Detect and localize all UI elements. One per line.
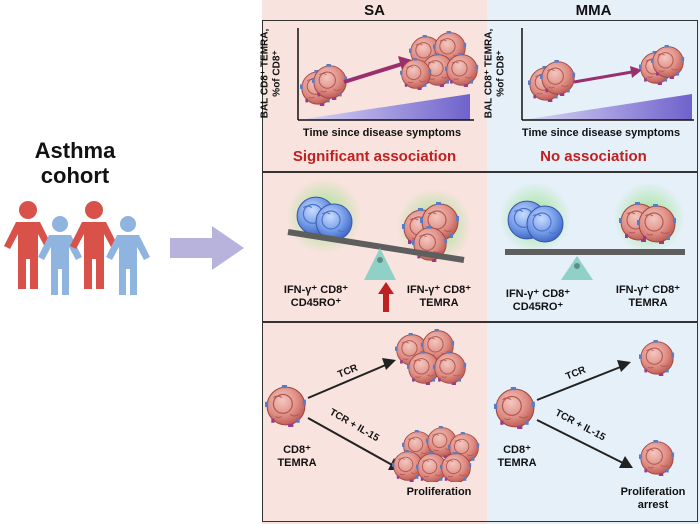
mma-tcr-cell-cluster xyxy=(638,339,675,377)
sa-temra-label-line2: TEMRA xyxy=(419,296,459,309)
mma-outcome-label: Proliferation arrest xyxy=(608,486,698,511)
mma-time-wedge xyxy=(522,94,692,120)
mma-source-cell-label-line2: TEMRA xyxy=(497,456,537,469)
mma-tcr-il15-cell-cluster xyxy=(638,439,675,477)
mma-cd45ro-label-line2: CD45RO⁺ xyxy=(512,300,564,313)
mma-header: MMA xyxy=(575,2,612,19)
sa-x-axis-label: Time since disease symptoms xyxy=(302,127,462,139)
sa-source-cell-label-line2: TEMRA xyxy=(277,456,317,469)
cohort-title-line1: Asthma xyxy=(34,138,116,163)
sa-small-cell-cluster xyxy=(299,63,348,107)
cohort-title-line2: cohort xyxy=(40,163,110,189)
mma-cd45ro-label-line1: IFN-γ⁺ CD8⁺ xyxy=(505,288,571,300)
mma-outcome-label-line2: arrest xyxy=(637,498,669,511)
panel-2-frame xyxy=(262,172,698,322)
sa-tcr-il15-arrow xyxy=(307,417,395,467)
person-red-2-icon xyxy=(70,201,118,289)
sa-temra-graph xyxy=(297,28,479,121)
sa-y-axis-label: BAL CD8⁺ TEMRA, %of CD8⁺ xyxy=(259,28,283,119)
panel-1-frame xyxy=(262,20,698,172)
mma-source-cell-label: CD8⁺ TEMRA xyxy=(490,444,544,469)
sa-cd45ro-label-line1: IFN-γ⁺ CD8⁺ xyxy=(283,284,349,296)
sa-source-cell-label-line1: CD8⁺ xyxy=(283,444,311,456)
sa-result-label: Significant association xyxy=(292,148,457,165)
mma-outcome-label-line1: Proliferation xyxy=(620,486,686,498)
sa-temra-label: IFN-γ⁺ CD8⁺ TEMRA xyxy=(392,284,486,309)
mma-x-axis-label: Time since disease symptoms xyxy=(521,127,681,139)
sa-trend-arrow xyxy=(343,62,403,84)
sa-tcr-arrow xyxy=(307,363,389,399)
mma-end-cell-cluster xyxy=(638,44,685,86)
person-red-1-icon xyxy=(4,201,52,289)
sa-time-wedge xyxy=(298,94,470,120)
mma-source-cell xyxy=(493,386,536,430)
mma-result-label: No association xyxy=(540,148,647,165)
sa-source-cell xyxy=(264,384,307,428)
sa-header: SA xyxy=(364,2,385,19)
mma-temra-graph xyxy=(521,28,694,121)
mma-temra-label-line1: IFN-γ⁺ CD8⁺ xyxy=(615,284,681,296)
mma-seesaw xyxy=(499,182,685,280)
mma-tcr-il15-arrow xyxy=(536,419,626,465)
mma-proliferation-diagram xyxy=(493,339,675,477)
person-blue-1-icon xyxy=(38,216,82,295)
mma-temra-label-line2: TEMRA xyxy=(628,296,668,309)
panel-3-frame xyxy=(262,322,698,522)
mma-tcr-arrow xyxy=(536,365,624,401)
increase-arrow-icon xyxy=(378,282,394,312)
sa-cd45ro-label: IFN-γ⁺ CD8⁺ CD45RO⁺ xyxy=(268,284,364,309)
mma-y-axis-label: BAL CD8⁺ TEMRA, %of CD8⁺ xyxy=(483,28,507,119)
mma-trend-arrow xyxy=(573,70,633,84)
people-group-icon xyxy=(4,201,150,295)
sa-large-cell-cluster xyxy=(399,30,479,91)
sa-seesaw-fulcrum xyxy=(364,248,396,280)
sa-temra-label-line1: IFN-γ⁺ CD8⁺ xyxy=(406,284,472,296)
sa-seesaw-beam xyxy=(287,229,465,263)
sa-tcr-il15-cell-cluster xyxy=(391,425,480,482)
sa-tcr-cell-cluster xyxy=(394,328,467,386)
sa-proliferation-diagram xyxy=(264,328,480,482)
mma-source-cell-label-line1: CD8⁺ xyxy=(503,444,531,456)
mma-small-cell-cluster xyxy=(527,59,576,103)
mma-temra-label: IFN-γ⁺ CD8⁺ TEMRA xyxy=(600,284,696,309)
flow-arrow-icon xyxy=(170,226,244,270)
sa-outcome-label: Proliferation xyxy=(406,486,472,498)
sa-seesaw xyxy=(286,178,472,280)
sa-cd45ro-label-line2: CD45RO⁺ xyxy=(290,296,342,309)
person-blue-2-icon xyxy=(106,216,150,295)
mma-cd45ro-label: IFN-γ⁺ CD8⁺ CD45RO⁺ xyxy=(490,288,586,313)
cohort-title: Asthma cohort xyxy=(10,138,140,189)
sa-source-cell-label: CD8⁺ TEMRA xyxy=(270,444,324,469)
